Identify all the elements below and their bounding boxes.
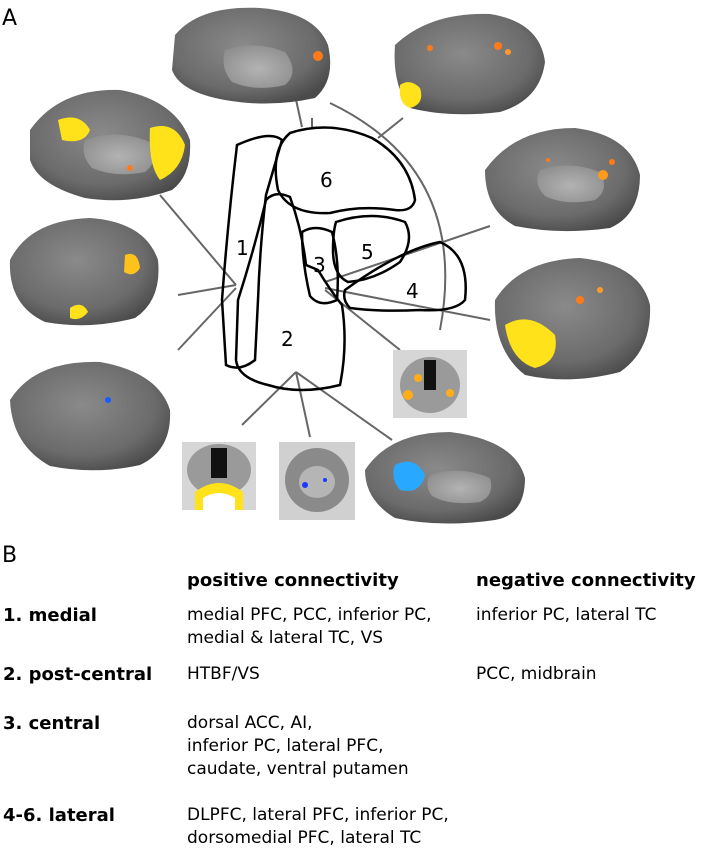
row-label-central: 3. central [3, 713, 101, 734]
brain-medial-right [485, 128, 640, 232]
panel-a-label: A [2, 6, 18, 31]
cell-line: medial PFC, PCC, inferior PC, [187, 605, 432, 625]
region-4-outline [342, 240, 467, 312]
cell-line: dorsal ACC, AI, [187, 713, 313, 733]
row-lateral-positive: DLPFC, lateral PFC, inferior PC, dorsome… [187, 804, 449, 850]
row-post-central-negative: PCC, midbrain [476, 663, 597, 686]
region-6-outline [274, 126, 417, 215]
region-label-3: 3 [313, 253, 326, 277]
cell-line: inferior PC, lateral TC [476, 605, 657, 625]
region-numbers: 1 2 3 4 5 6 [236, 168, 419, 351]
header-negative: negative connectivity [476, 570, 696, 591]
region-label-1: 1 [236, 236, 249, 260]
slice-coronal-bottom [182, 442, 256, 510]
region-1-outline [220, 134, 284, 369]
connector-lines [159, 94, 491, 441]
row-post-central-positive: HTBF/VS [187, 663, 260, 686]
panel-a-figure: 1 2 3 4 5 6 [9, 7, 651, 524]
cell-line: DLPFC, lateral PFC, inferior PC, [187, 805, 449, 825]
cell-line: dorsomedial PFC, lateral TC [187, 828, 422, 848]
brain-medial-left [30, 89, 191, 201]
brain-lateral-topright [394, 13, 545, 115]
region-label-6: 6 [320, 168, 333, 192]
slice-coronal-right [393, 350, 467, 418]
row-medial-positive: medial PFC, PCC, inferior PC, medial & l… [187, 604, 432, 650]
brain-medial-top [172, 7, 331, 104]
cell-line: PCC, midbrain [476, 664, 597, 684]
row-label-post-central: 2. post-central [3, 664, 153, 685]
row-label-medial: 1. medial [3, 605, 97, 626]
row-medial-negative: inferior PC, lateral TC [476, 604, 656, 627]
region-outlines [220, 126, 467, 392]
cell-line: medial & lateral TC, VS [187, 628, 384, 648]
brain-lateral-right [494, 258, 651, 380]
brain-medial-bottomright [365, 432, 525, 524]
row-label-lateral: 4-6. lateral [3, 805, 115, 826]
brain-lateral-bottomleft [10, 361, 171, 471]
header-positive: positive connectivity [187, 570, 399, 591]
cell-line: caudate, ventral putamen [187, 759, 409, 779]
region-2-outline [234, 192, 346, 392]
cell-line: inferior PC, lateral PFC, [187, 736, 384, 756]
region-5-outline [331, 214, 411, 284]
panel-b-label: B [2, 543, 18, 568]
slice-axial-bottom [279, 442, 355, 520]
cell-line: HTBF/VS [187, 664, 260, 684]
row-central-positive: dorsal ACC, AI, inferior PC, lateral PFC… [187, 712, 409, 781]
region-label-5: 5 [361, 240, 374, 264]
region-label-2: 2 [281, 327, 294, 351]
region-3-outline [300, 226, 340, 305]
region-label-4: 4 [406, 279, 419, 303]
brain-lateral-left [9, 218, 159, 326]
